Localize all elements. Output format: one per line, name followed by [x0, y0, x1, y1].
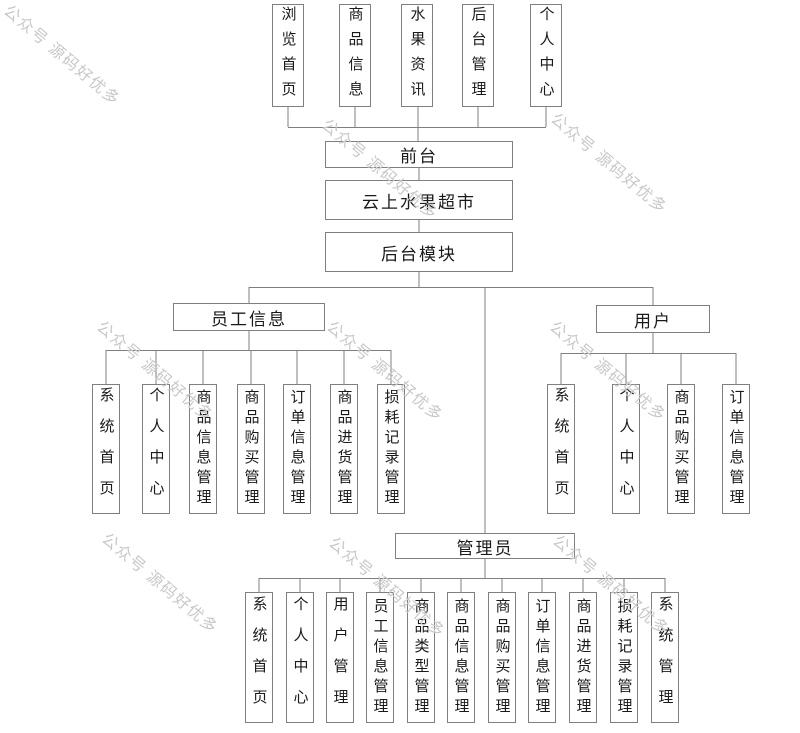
node-user: 用户	[596, 305, 710, 333]
node-admin: 管理员	[395, 533, 575, 559]
user-child-node: 商品购买管理	[667, 384, 695, 514]
admin-child-node: 损耗记录管理	[610, 592, 638, 723]
node-backend-manage: 后台管理	[462, 4, 494, 107]
employee-child-node: 个人中心	[142, 384, 170, 514]
employee-child-node: 商品进货管理	[330, 384, 358, 514]
admin-child-node: 员工信息管理	[366, 592, 394, 723]
admin-child-node: 商品类型管理	[407, 592, 435, 723]
user-child-node: 系统首页	[547, 384, 575, 514]
admin-child-node: 个人中心	[286, 592, 314, 723]
employee-child-node: 商品购买管理	[237, 384, 265, 514]
node-cloud-fruit-supermarket: 云上水果超市	[325, 180, 513, 220]
employee-child-node: 订单信息管理	[283, 384, 311, 514]
node-front-desk: 前台	[325, 141, 513, 168]
employee-child-node: 商品信息管理	[189, 384, 217, 514]
admin-child-node: 用户管理	[326, 592, 354, 723]
admin-child-node: 商品信息管理	[447, 592, 475, 723]
user-child-node: 订单信息管理	[722, 384, 750, 514]
node-browse-homepage: 浏览首页	[272, 4, 304, 107]
admin-child-node: 商品进货管理	[569, 592, 597, 723]
node-employee-info: 员工信息	[173, 303, 325, 331]
admin-child-node: 订单信息管理	[528, 592, 556, 723]
admin-child-node: 系统首页	[245, 592, 273, 723]
connector-path	[105, 107, 737, 592]
employee-child-node: 系统首页	[92, 384, 120, 514]
node-product-info: 商品信息	[339, 4, 371, 107]
node-fruit-news: 水果资讯	[401, 4, 433, 107]
admin-child-node: 系统管理	[651, 592, 679, 723]
node-backend-module: 后台模块	[325, 232, 513, 272]
employee-child-node: 损耗记录管理	[377, 384, 405, 514]
user-child-node: 个人中心	[612, 384, 640, 514]
node-personal-center: 个人中心	[530, 4, 562, 107]
admin-child-node: 商品购买管理	[488, 592, 516, 723]
